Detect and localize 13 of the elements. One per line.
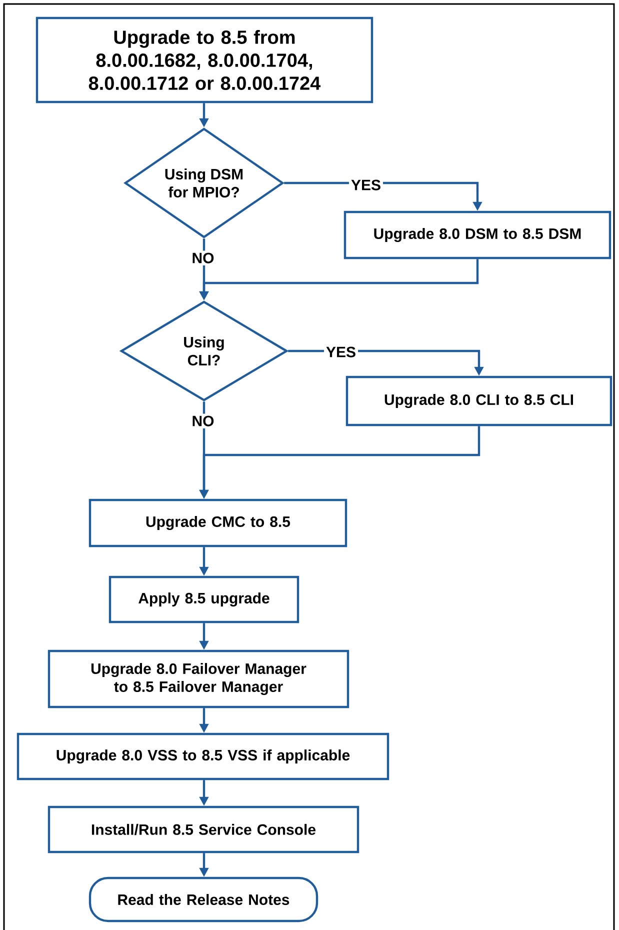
- process-box: Upgrade 8.0 VSS to 8.5 VSS if applicable: [16, 732, 390, 780]
- edge-label: YES: [324, 344, 358, 360]
- edge-label: NO: [190, 250, 216, 266]
- edge-label: NO: [190, 414, 216, 428]
- process-box: Upgrade CMC to 8.5: [88, 498, 348, 548]
- terminal-box: Read the Release Notes: [88, 876, 318, 922]
- process-box: Apply 8.5 upgrade: [108, 576, 300, 624]
- process-box: Upgrade to 8.5 from 8.0.00.1682, 8.0.00.1704, 8.0.00.1712 or 8.0.00.1724: [36, 16, 374, 104]
- edge-label: YES: [348, 178, 383, 192]
- process-box: Upgrade 8.0 Failover Manager to 8.5 Failover Manager: [48, 650, 350, 708]
- process-box: Install/Run 8.5 Service Console: [48, 806, 360, 854]
- process-box: Upgrade 8.0 DSM to 8.5 DSM: [344, 210, 612, 260]
- process-box: Upgrade 8.0 CLI to 8.5 CLI: [346, 376, 612, 426]
